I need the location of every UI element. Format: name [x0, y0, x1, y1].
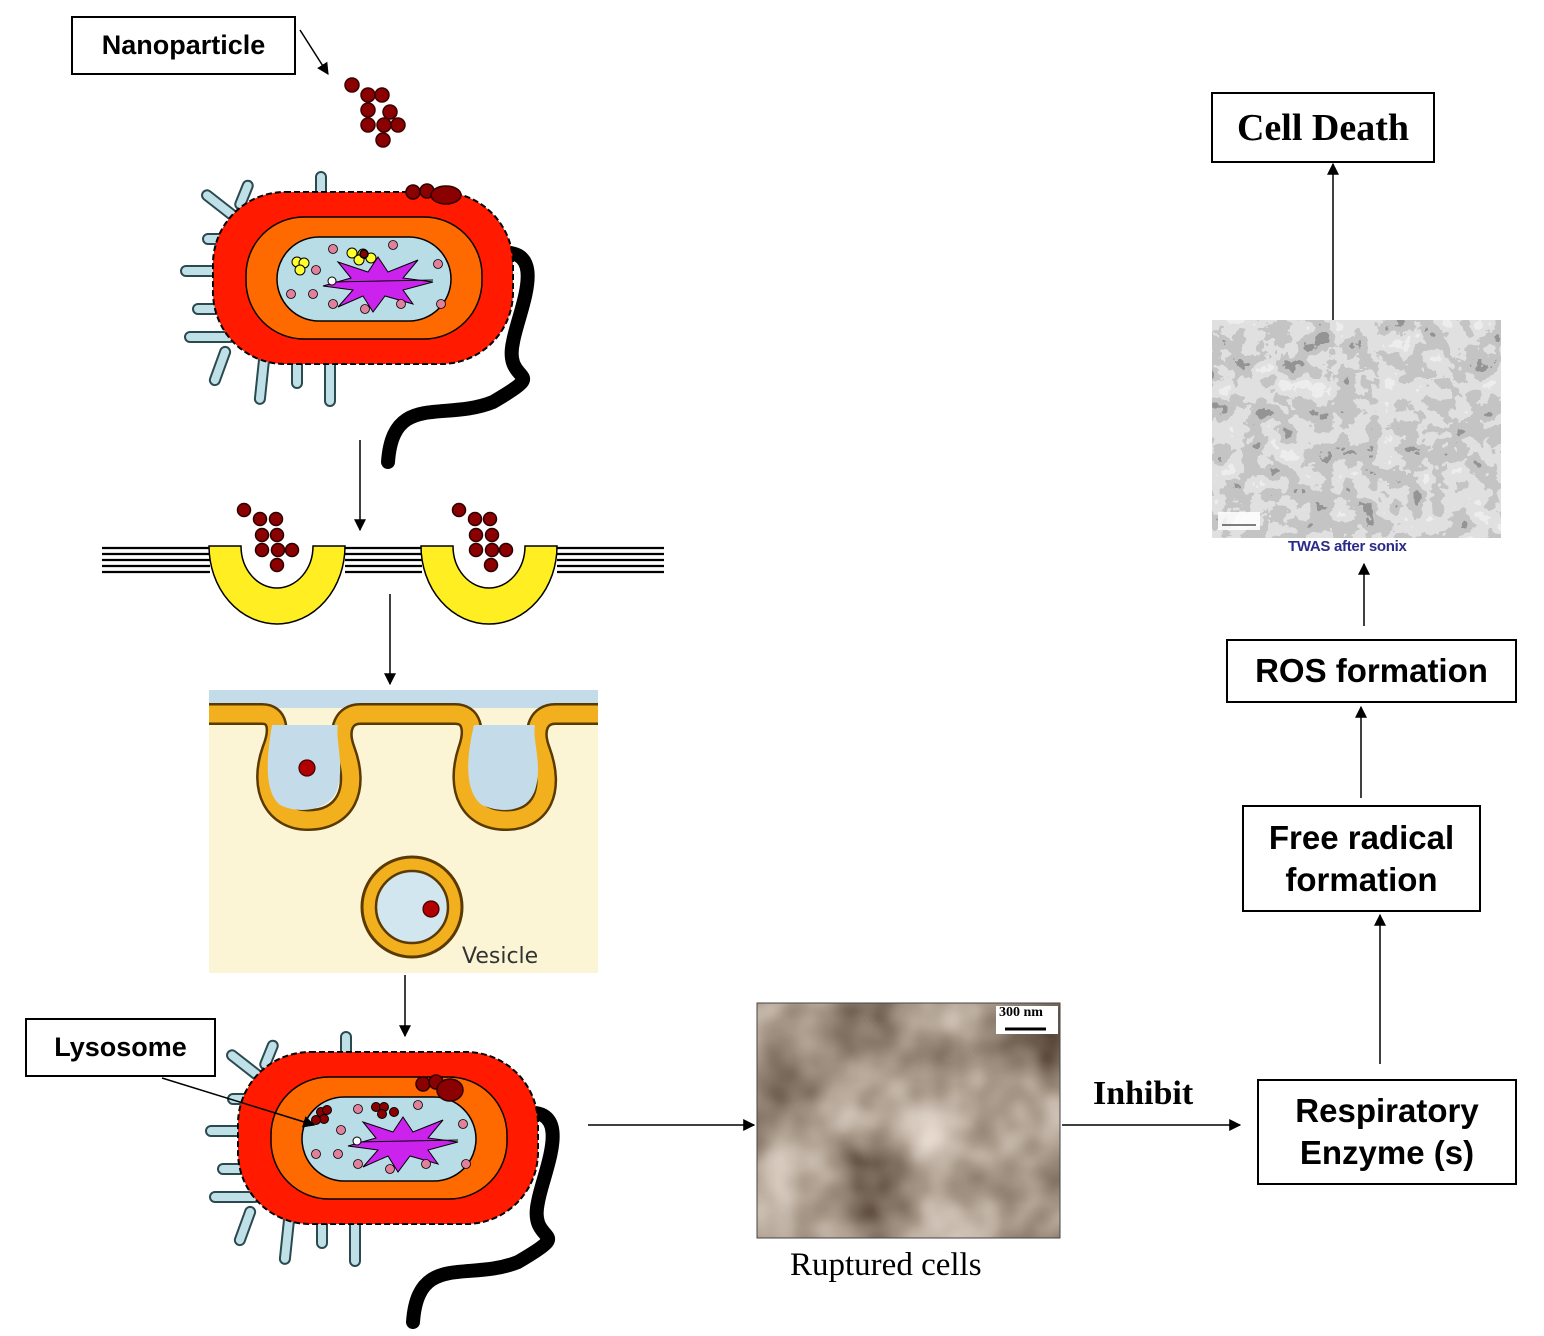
free-radical-line1: Free radical [1268, 818, 1455, 856]
ruptured-cells-micrograph [757, 1003, 1060, 1238]
endocytosis-pit-icon [102, 502, 664, 625]
scale-bar-label: 300 nm [999, 1005, 1043, 1020]
free-radical-box: Free radical formation [1242, 805, 1481, 912]
respiratory-enzyme-box: Respiratory Enzyme (s) [1257, 1079, 1517, 1185]
nanoparticle-pointer-arrow [299, 29, 329, 76]
twas-caption: TWAS after sonix [1288, 538, 1407, 555]
ros-formation-box: ROS formation [1226, 639, 1517, 703]
respiratory-line2: Enzyme (s) [1299, 1134, 1475, 1171]
vesicle-icon [360, 855, 464, 959]
nanoparticle-cluster-icon [344, 77, 406, 148]
bacterium-icon-bottom [206, 1032, 553, 1322]
inhibit-label: Inhibit [1093, 1075, 1194, 1112]
free-radical-line2: formation [1285, 860, 1438, 898]
nanoparticle-label: Nanoparticle [71, 16, 296, 75]
ruptured-cells-caption: Ruptured cells [790, 1247, 982, 1283]
respiratory-line1: Respiratory [1295, 1092, 1479, 1129]
vesicle-panel [209, 690, 598, 973]
twas-micrograph [1212, 320, 1501, 538]
bacterium-icon [181, 172, 528, 462]
lysosome-pointer-arrow [161, 1077, 316, 1128]
lysosome-label: Lysosome [25, 1018, 216, 1077]
vesicle-label: Vesicle [462, 944, 539, 969]
cell-death-box: Cell Death [1211, 92, 1435, 163]
